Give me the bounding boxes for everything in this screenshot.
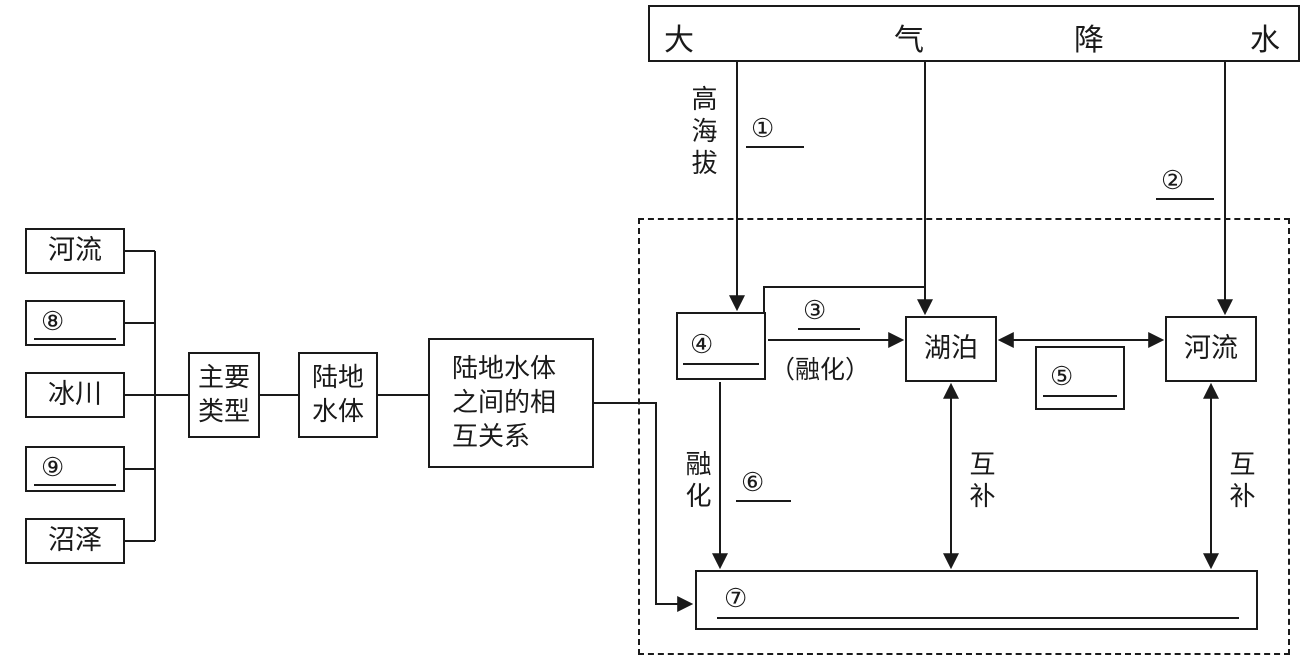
box4-top-route-line: [763, 286, 925, 312]
type-box-glacier: 冰川: [25, 372, 125, 418]
blank-5-label: ⑤: [1043, 359, 1117, 397]
precip-char-4: 水: [1250, 24, 1280, 57]
blank-4-label: ④: [683, 327, 759, 365]
main-types-line-1: 主要: [197, 362, 250, 392]
relation-to-groundwater-arrow: [594, 402, 694, 612]
type-box-blank-8: ⑧: [25, 300, 125, 346]
blank-6-label: ⑥: [736, 466, 791, 502]
type-box-blank-9: ⑨: [25, 446, 125, 492]
lake-label: 湖泊: [924, 333, 978, 364]
land-water-line-2: 水体: [311, 397, 364, 426]
type-box-glacier-label: 冰川: [48, 379, 102, 410]
type-box-swamp: 沼泽: [25, 518, 125, 564]
inner-box-lake: 湖泊: [905, 316, 997, 382]
mutual-complement-river-label: 互补: [1226, 450, 1255, 514]
inner-river-label: 河流: [1184, 333, 1238, 364]
type-box-river-label: 河流: [48, 235, 102, 266]
inner-box-blank-5: ⑤: [1035, 346, 1125, 410]
precip-char-2: 气: [894, 24, 924, 57]
high-altitude-label: 高海拔: [688, 85, 717, 181]
inner-box-river: 河流: [1165, 316, 1257, 382]
relationship-title-line-2: 之间的相: [452, 387, 557, 417]
blank-8-label: ⑧: [34, 306, 116, 340]
relationship-title-line-1: 陆地水体: [452, 353, 557, 383]
blank-9-label: ⑨: [34, 452, 116, 486]
atmospheric-precipitation-box: 大 气 降 水: [648, 5, 1300, 62]
land-water-box: 陆地 水体: [298, 352, 378, 438]
melt-paren-label: （融化）: [770, 357, 871, 384]
blank-1-label: ①: [746, 112, 804, 148]
blank-3-label: ③: [798, 294, 860, 330]
precip-char-1: 大: [664, 24, 694, 57]
type-box-river: 河流: [25, 228, 125, 274]
relationship-title-line-3: 互关系: [452, 422, 531, 452]
left-bracket-lines: [125, 250, 428, 542]
type-box-swamp-label: 沼泽: [48, 525, 102, 556]
blank-7-label: ⑦: [717, 581, 1239, 619]
mutual-complement-lake-label: 互补: [966, 450, 995, 514]
inner-box-blank-7: ⑦: [695, 570, 1258, 630]
main-types-line-2: 类型: [197, 397, 250, 426]
inner-box-blank-4: ④: [676, 312, 766, 380]
precip-char-3: 降: [1074, 24, 1104, 57]
melt-label: 融化: [682, 450, 711, 514]
main-types-box: 主要 类型: [188, 352, 260, 438]
land-water-line-1: 陆地: [311, 362, 364, 392]
blank-2-label: ②: [1156, 164, 1214, 200]
relationship-title-box: 陆地水体 之间的相 互关系: [428, 338, 594, 468]
